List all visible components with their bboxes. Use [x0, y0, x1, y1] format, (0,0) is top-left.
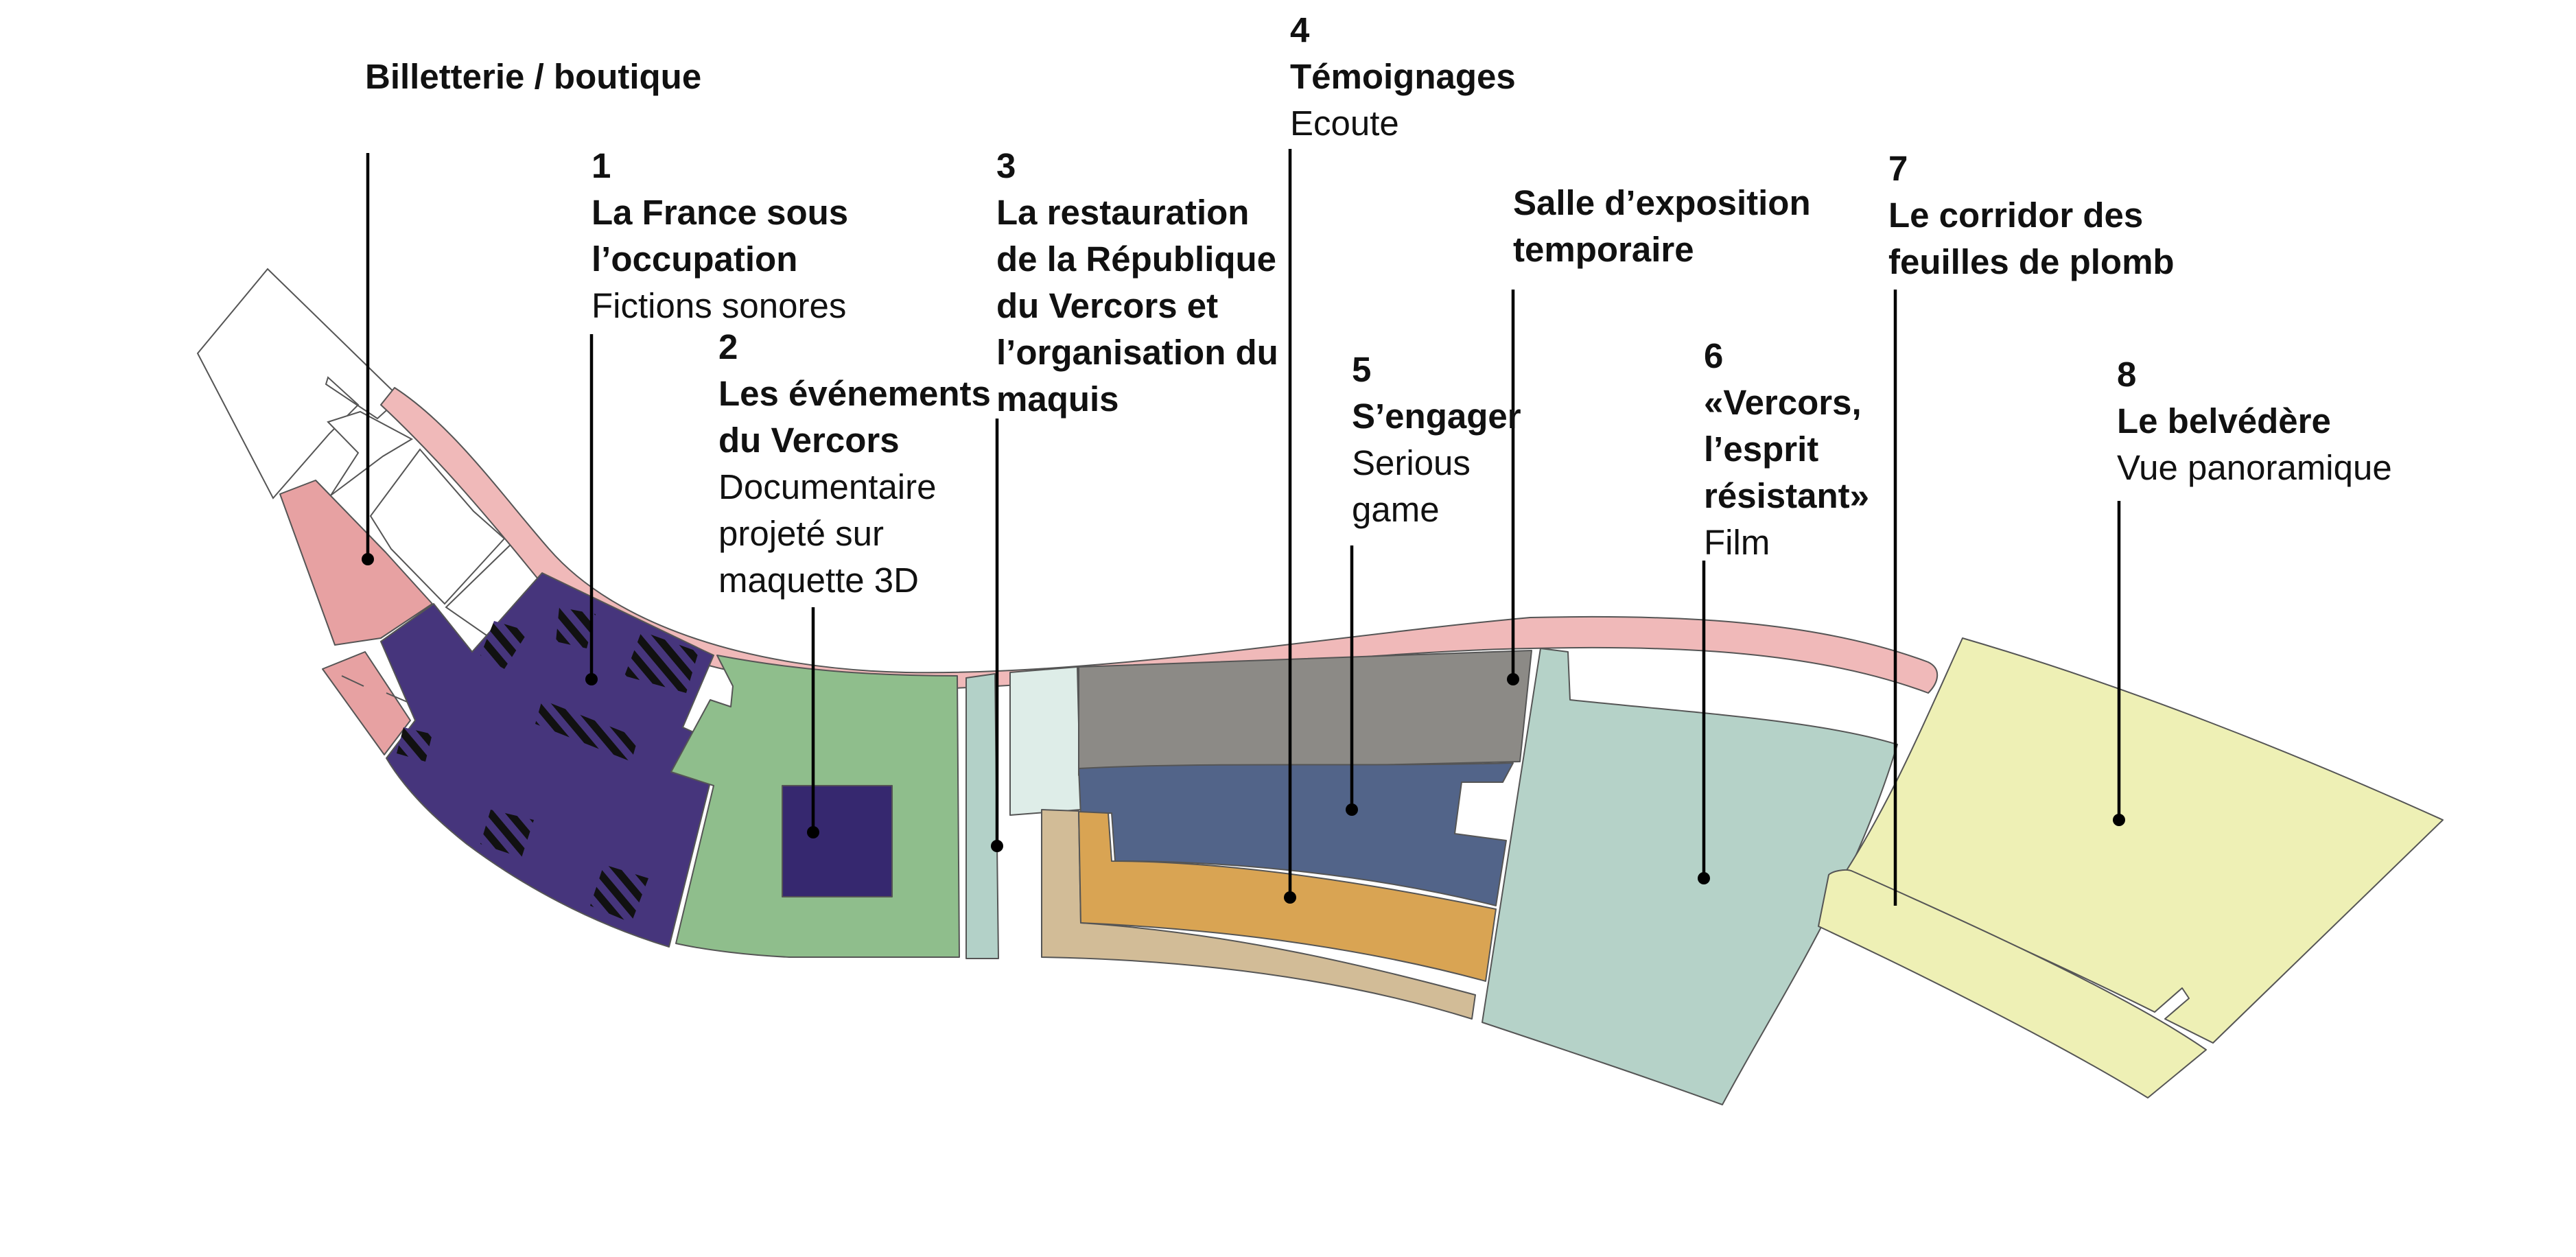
hatch-block-e [397, 727, 432, 762]
hatch-block-c [480, 621, 528, 669]
label-room-6-title: «Vercors, l’esprit résistant» [1704, 383, 1869, 515]
label-room-4-number: 4 [1290, 10, 1310, 49]
small-room-outline-b [369, 448, 506, 605]
room-5-sengager [1078, 762, 1514, 906]
label-billetterie: Billetterie / boutique [365, 54, 701, 100]
maquette-3d [782, 785, 893, 897]
billetterie-room [279, 480, 433, 646]
label-room-1-sub: Fictions sonores [592, 286, 847, 325]
label-room-8-sub: Vue panoramique [2117, 448, 2392, 487]
label-room-5-sub: Serious game [1352, 443, 1471, 529]
hatch-block-g [590, 865, 648, 923]
label-room-4-sub: Ecoute [1290, 104, 1399, 143]
label-room-6-sub: Film [1704, 523, 1770, 562]
label-room-6-number: 6 [1704, 336, 1724, 375]
label-room-4-title: Témoignages [1290, 57, 1516, 96]
label-room-2: 2 Les événements du Vercors Documentaire… [718, 324, 1007, 604]
label-room-7-title: Le corridor des feuilles de plomb [1888, 196, 2175, 281]
hatch-strip-d [535, 700, 638, 762]
label-room-1-number: 1 [592, 146, 611, 185]
hatched-exhibits [397, 607, 699, 923]
label-room-5-title: S’engager [1352, 397, 1521, 436]
label-room-6: 6 «Vercors, l’esprit résistant» Film [1704, 333, 1896, 566]
entrance-outlines [196, 268, 543, 643]
label-room-1: 1 La France sous l’occupation Fictions s… [592, 143, 887, 329]
label-room-1-title: La France sous l’occupation [592, 193, 849, 279]
label-room-2-number: 2 [718, 327, 738, 366]
label-room-8-title: Le belvédère [2117, 401, 2331, 440]
label-room-3-number: 3 [996, 146, 1016, 185]
label-room-8-number: 8 [2117, 355, 2137, 394]
label-room-5-number: 5 [1352, 350, 1372, 389]
small-room-outline-a [327, 410, 414, 496]
hatch-block-f [480, 810, 534, 858]
label-room-4: 4 Témoignages Ecoute [1290, 7, 1578, 147]
label-temporary-title: Salle d’exposition temporaire [1513, 183, 1811, 269]
label-room-7: 7 Le corridor des feuilles de plomb [1888, 145, 2204, 285]
hatch-block-b [624, 631, 699, 693]
room-4-tan-corridor [1041, 809, 1476, 1020]
temporary-exhibition-room [1078, 650, 1532, 783]
label-billetterie-title: Billetterie / boutique [365, 57, 702, 96]
room-7-corridor [1818, 869, 2207, 1099]
label-room-8: 8 Le belvédère Vue panoramique [2117, 351, 2474, 491]
label-room-5: 5 S’engager Serious game [1352, 346, 1530, 533]
room-3-restauration [965, 673, 999, 959]
hatch-block-a [556, 607, 596, 648]
room-3-annex [1009, 666, 1081, 816]
label-room-3: 3 La restauration de la République du Ve… [996, 143, 1291, 423]
label-room-2-sub: Documentaire projeté sur maquette 3D [718, 467, 937, 600]
label-temporary: Salle d’exposition temporaire [1513, 180, 1842, 273]
label-room-7-number: 7 [1888, 149, 1908, 188]
label-room-2-title: Les événements du Vercors [718, 374, 991, 460]
label-room-3-title: La restauration de la République du Verc… [996, 193, 1278, 419]
leader-lines [362, 149, 2125, 906]
